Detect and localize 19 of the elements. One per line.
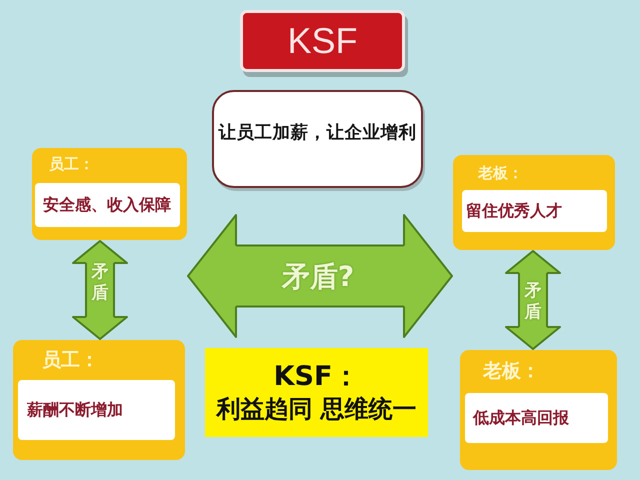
edge-label: 矛盾 [524, 280, 542, 324]
banner-box [205, 348, 428, 437]
text-box: 安全感、收入保障 [35, 183, 180, 227]
card-heading: 老板： [478, 164, 523, 182]
card [453, 155, 615, 250]
card [460, 350, 617, 470]
card-heading: 员工： [42, 349, 99, 372]
text-box: 留住优秀人才 [462, 190, 607, 232]
rounded-box: 让员工加薪，让企业增利 [212, 90, 423, 188]
card-heading: 老板： [483, 360, 540, 383]
banner-heading: KSF： [274, 360, 360, 394]
edge-label: 矛盾 [91, 262, 109, 304]
text-box: 薪酬不断增加 [18, 380, 175, 440]
card-heading: 员工： [49, 155, 94, 173]
edge-label: 矛盾? [282, 260, 354, 294]
banner-text: 利益趋同 思维统一 [216, 394, 417, 426]
card [13, 340, 185, 460]
text-box: 低成本高回报 [465, 393, 608, 443]
card [32, 148, 187, 240]
